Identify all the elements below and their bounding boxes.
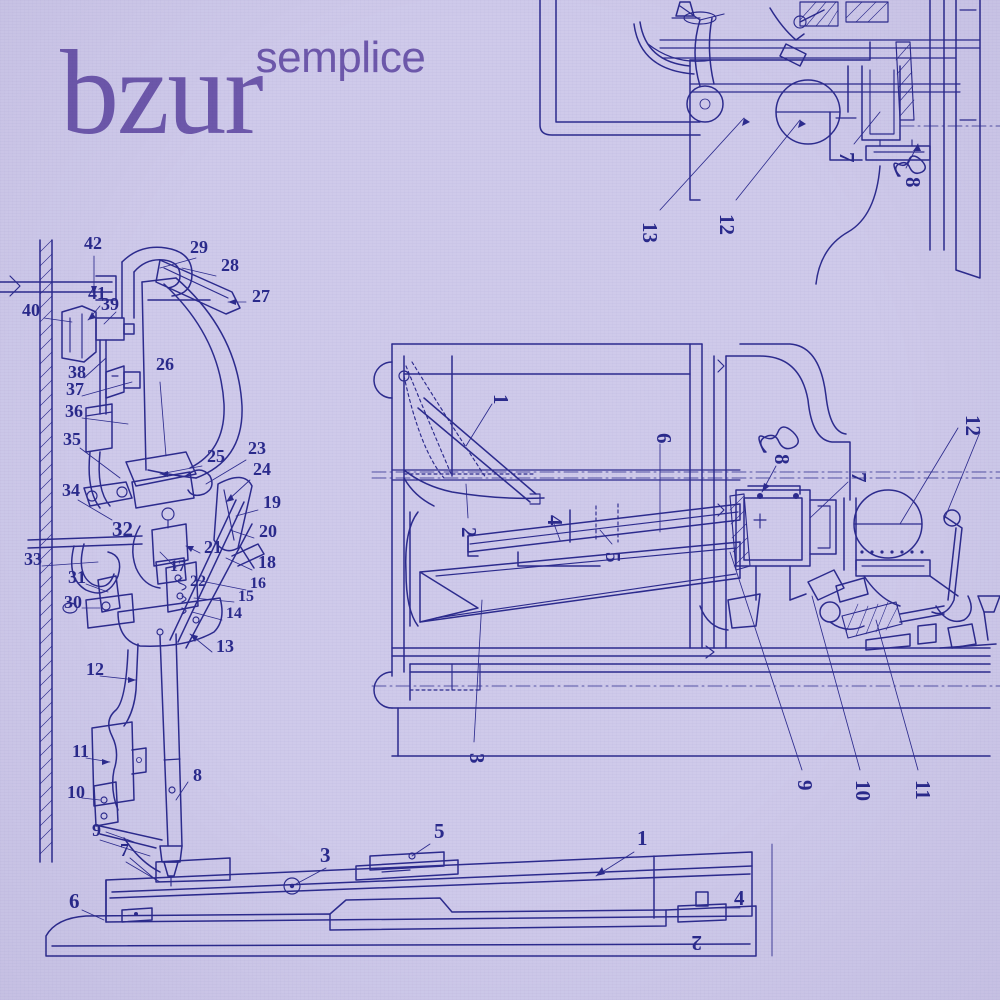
callout-group-center: 1 2 3 4 5 6: [457, 394, 676, 764]
figure-center-section: [371, 343, 1000, 771]
callout-19: 19: [263, 492, 281, 512]
callout-4-center: 4: [543, 515, 567, 526]
callout-28: 28: [221, 255, 239, 275]
callout-23: 23: [248, 438, 266, 458]
callout-22: 22: [190, 573, 206, 590]
callout-4-bottom: 4: [734, 886, 745, 910]
callout-40: 40: [22, 300, 40, 320]
callout-13-left: 13: [216, 636, 234, 656]
figure-bottom-plan: [45, 839, 773, 957]
callout-42: 42: [84, 233, 102, 253]
callout-38: 38: [68, 362, 86, 382]
callout-14: 14: [226, 605, 242, 622]
callout-30: 30: [64, 592, 82, 612]
callout-29: 29: [190, 237, 208, 257]
callout-18: 18: [258, 552, 276, 572]
callout-10-center: 10: [851, 780, 875, 801]
callout-8-center: 8: [770, 454, 794, 465]
callout-5-bottom: 5: [434, 819, 445, 843]
callout-20: 20: [259, 521, 277, 541]
figure-top-right: [539, 0, 1000, 285]
callout-37: 37: [66, 379, 84, 399]
callout-9-left: 9: [92, 820, 101, 840]
callout-17: 17: [170, 558, 186, 575]
callout-35: 35: [63, 429, 81, 449]
callout-group-center-right: 7 8 9 10 11 12: [770, 415, 985, 801]
callout-1-bottom: 1: [637, 826, 648, 850]
callout-36: 36: [65, 401, 83, 421]
callout-21: 21: [204, 537, 222, 557]
callout-10-left: 10: [67, 782, 85, 802]
callout-25: 25: [207, 446, 225, 466]
callout-group-top-right: 13 12 7 8: [638, 152, 925, 243]
callout-15: 15: [238, 588, 254, 605]
callout-16: 16: [250, 575, 266, 592]
callout-8-top: 8: [901, 177, 925, 188]
callout-group-bottom: 1 2 3 4 5 6: [69, 819, 745, 955]
callout-2-bottom: 2: [692, 931, 703, 955]
callout-7-top: 7: [835, 152, 859, 163]
callout-12-top: 12: [715, 214, 739, 235]
album-title: semplice: [255, 33, 426, 82]
callout-8-left: 8: [193, 765, 202, 785]
callout-26: 26: [156, 354, 174, 374]
callout-3-center: 3: [465, 753, 489, 764]
callout-11-left: 11: [72, 741, 89, 761]
callout-group-left: 42 41 40 39 38 37 36 35 34 33 32 31 30 2…: [22, 233, 281, 860]
callout-24: 24: [253, 459, 271, 479]
callout-32: 32: [112, 517, 133, 541]
callout-12-left: 12: [86, 659, 104, 679]
callout-2-center: 2: [457, 527, 481, 538]
callout-7-left: 7: [120, 840, 129, 860]
figure-left-column: [0, 239, 265, 887]
callout-27: 27: [252, 286, 270, 306]
callout-31: 31: [68, 567, 86, 587]
callout-7-center: 7: [847, 472, 871, 483]
callout-6-bottom: 6: [69, 889, 80, 913]
callout-12-center: 12: [961, 415, 985, 436]
callout-33: 33: [24, 549, 42, 569]
callout-9-center: 9: [793, 780, 817, 791]
wordmark: bzursemplice: [60, 25, 431, 160]
callout-3-bottom: 3: [320, 843, 331, 867]
artist-name: bzur: [60, 25, 264, 160]
callout-13-top: 13: [638, 222, 662, 243]
callout-1-center: 1: [489, 394, 513, 405]
callout-11-center: 11: [911, 780, 935, 800]
callout-6-center: 6: [652, 433, 676, 444]
callout-39: 39: [101, 294, 119, 314]
callout-5-center: 5: [601, 552, 625, 563]
callout-34: 34: [62, 480, 80, 500]
callout-41: 41: [88, 283, 106, 303]
